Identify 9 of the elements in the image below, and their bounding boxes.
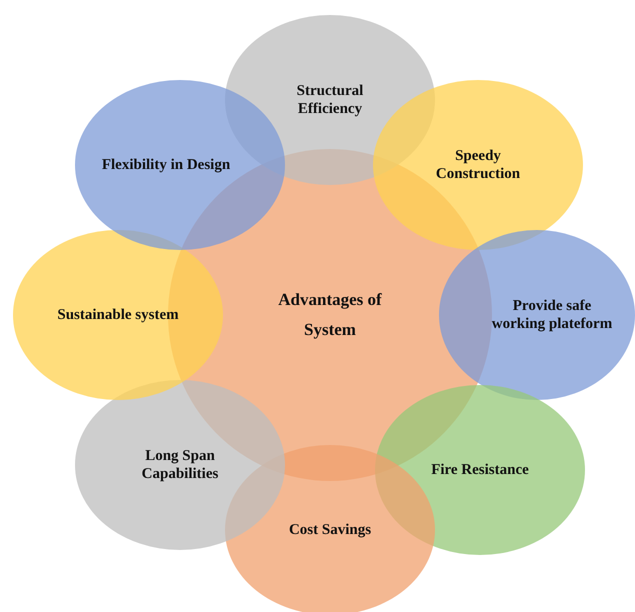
node-label: Fire Resistance (431, 461, 529, 479)
node-label: Cost Savings (288, 521, 372, 539)
node-label: Flexibility in Design (102, 156, 230, 174)
node-label: Structural Efficiency (296, 82, 364, 118)
node-label: Provide safe working plateform (490, 297, 614, 333)
node-label: Advantages of System (277, 289, 383, 341)
node-label: Long Span Capabilities (140, 447, 220, 483)
node-label: Sustainable system (57, 306, 179, 324)
node-label: Speedy Construction (434, 147, 522, 183)
